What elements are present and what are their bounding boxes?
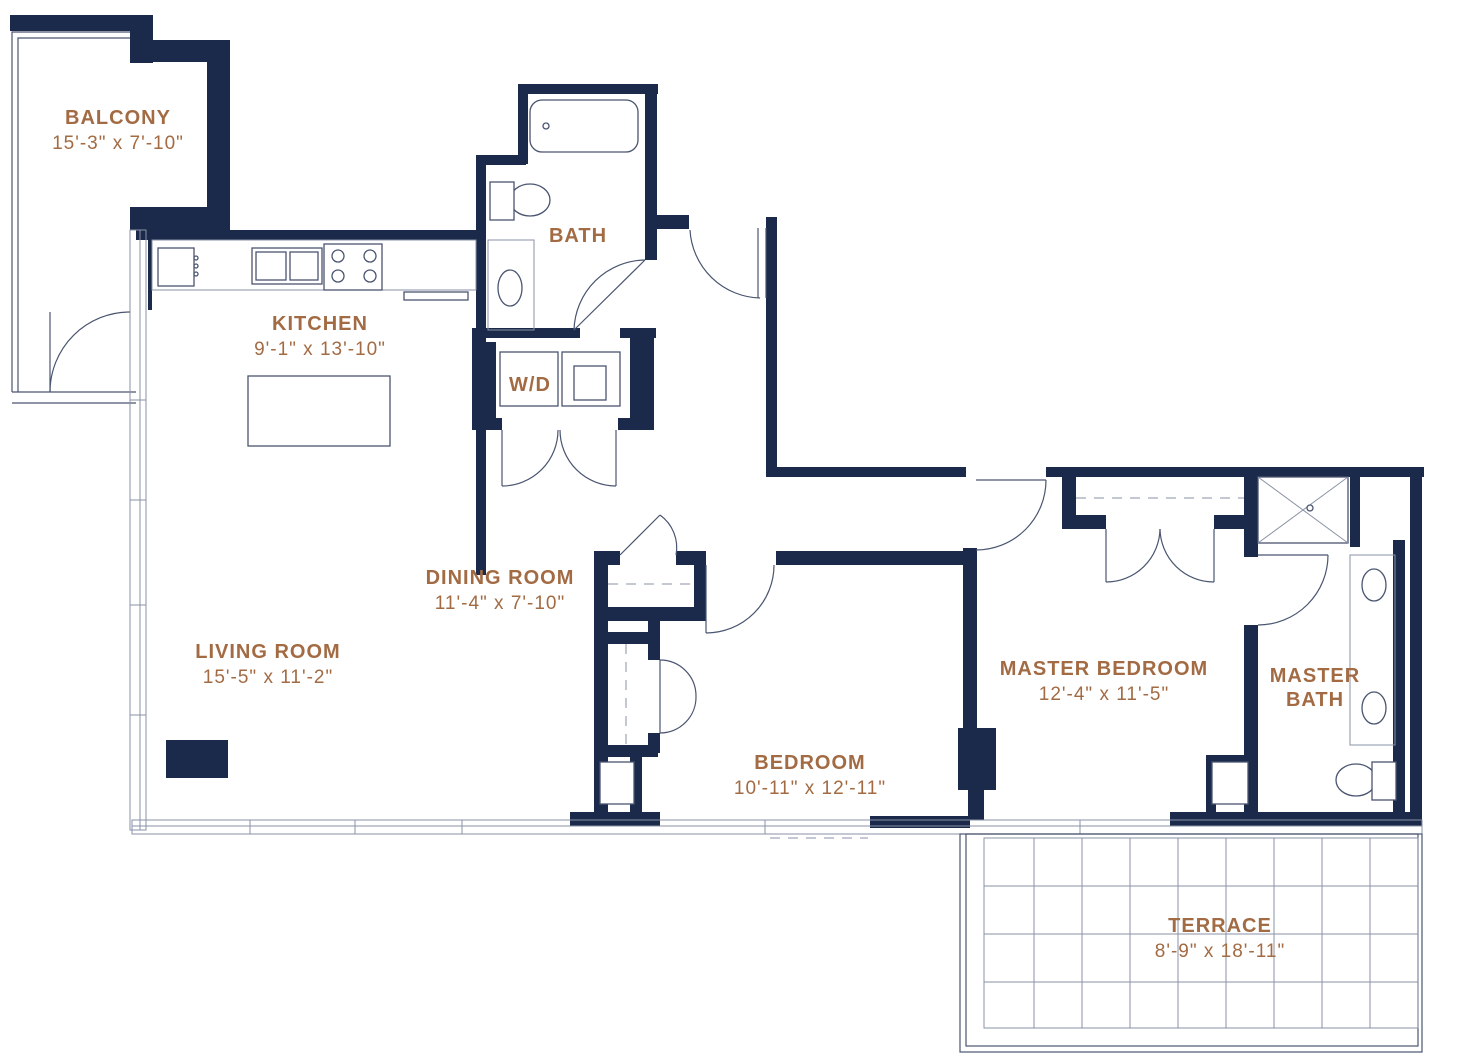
wd-name: W/D xyxy=(509,374,551,396)
living-room-label: LIVING ROOM 15'-5" x 11'-2" xyxy=(168,640,368,690)
bathtub xyxy=(529,99,639,153)
living-room-dims: 15'-5" x 11'-2" xyxy=(202,667,334,688)
terrace-label: TERRACE 8'-9" x 18'-11" xyxy=(1120,914,1320,964)
terrace-dims: 8'-9" x 18'-11" xyxy=(1154,941,1286,962)
bath-sink xyxy=(497,269,523,307)
kitchen-label: KITCHEN 9'-1" x 13'-10" xyxy=(210,312,430,362)
fixtures xyxy=(151,99,1397,805)
balcony-dims: 15'-3" x 7'-10" xyxy=(52,133,184,154)
master-bedroom-label: MASTER BEDROOM 12'-4" x 11'-5" xyxy=(986,657,1222,707)
dining-room-name: DINING ROOM xyxy=(425,567,575,589)
balcony-label: BALCONY 15'-3" x 7'-10" xyxy=(28,106,208,156)
master-toilet xyxy=(1335,763,1377,797)
window-mullions xyxy=(130,399,1081,839)
master-bath-name: MASTER BATH xyxy=(1269,665,1361,711)
bath-label: BATH xyxy=(528,224,628,249)
dining-room-label: DINING ROOM 11'-4" x 7'-10" xyxy=(400,566,600,616)
fireplace xyxy=(166,740,228,778)
bath-name: BATH xyxy=(548,225,608,247)
master-bath-label: MASTER BATH xyxy=(1262,664,1368,712)
kitchen-dims: 9'-1" x 13'-10" xyxy=(254,339,386,360)
bedroom-dims: 10'-11" x 12'-11" xyxy=(733,778,887,799)
master-sink-2 xyxy=(1361,691,1387,725)
fridge xyxy=(157,247,195,287)
master-bedroom-name: MASTER BEDROOM xyxy=(999,658,1209,680)
washer xyxy=(499,351,559,407)
wd-label: W/D xyxy=(500,373,560,398)
bath-toilet xyxy=(509,183,551,217)
master-sink-1 xyxy=(1361,568,1387,602)
balcony-area xyxy=(11,31,136,404)
kitchen-island xyxy=(247,375,391,447)
terrace-name: TERRACE xyxy=(1168,915,1272,937)
closet-rods xyxy=(608,497,1244,745)
master-bedroom-dims: 12'-4" x 11'-5" xyxy=(1038,684,1170,705)
bedroom-name: BEDROOM xyxy=(754,752,866,774)
bedroom-label: BEDROOM 10'-11" x 12'-11" xyxy=(720,751,900,801)
walls xyxy=(10,15,1424,835)
living-room-name: LIVING ROOM xyxy=(195,641,341,663)
kitchen-name: KITCHEN xyxy=(272,313,368,335)
balcony-name: BALCONY xyxy=(65,107,171,129)
doors xyxy=(49,228,1329,734)
terrace-area xyxy=(959,833,1423,1053)
dining-room-dims: 11'-4" x 7'-10" xyxy=(434,593,566,614)
